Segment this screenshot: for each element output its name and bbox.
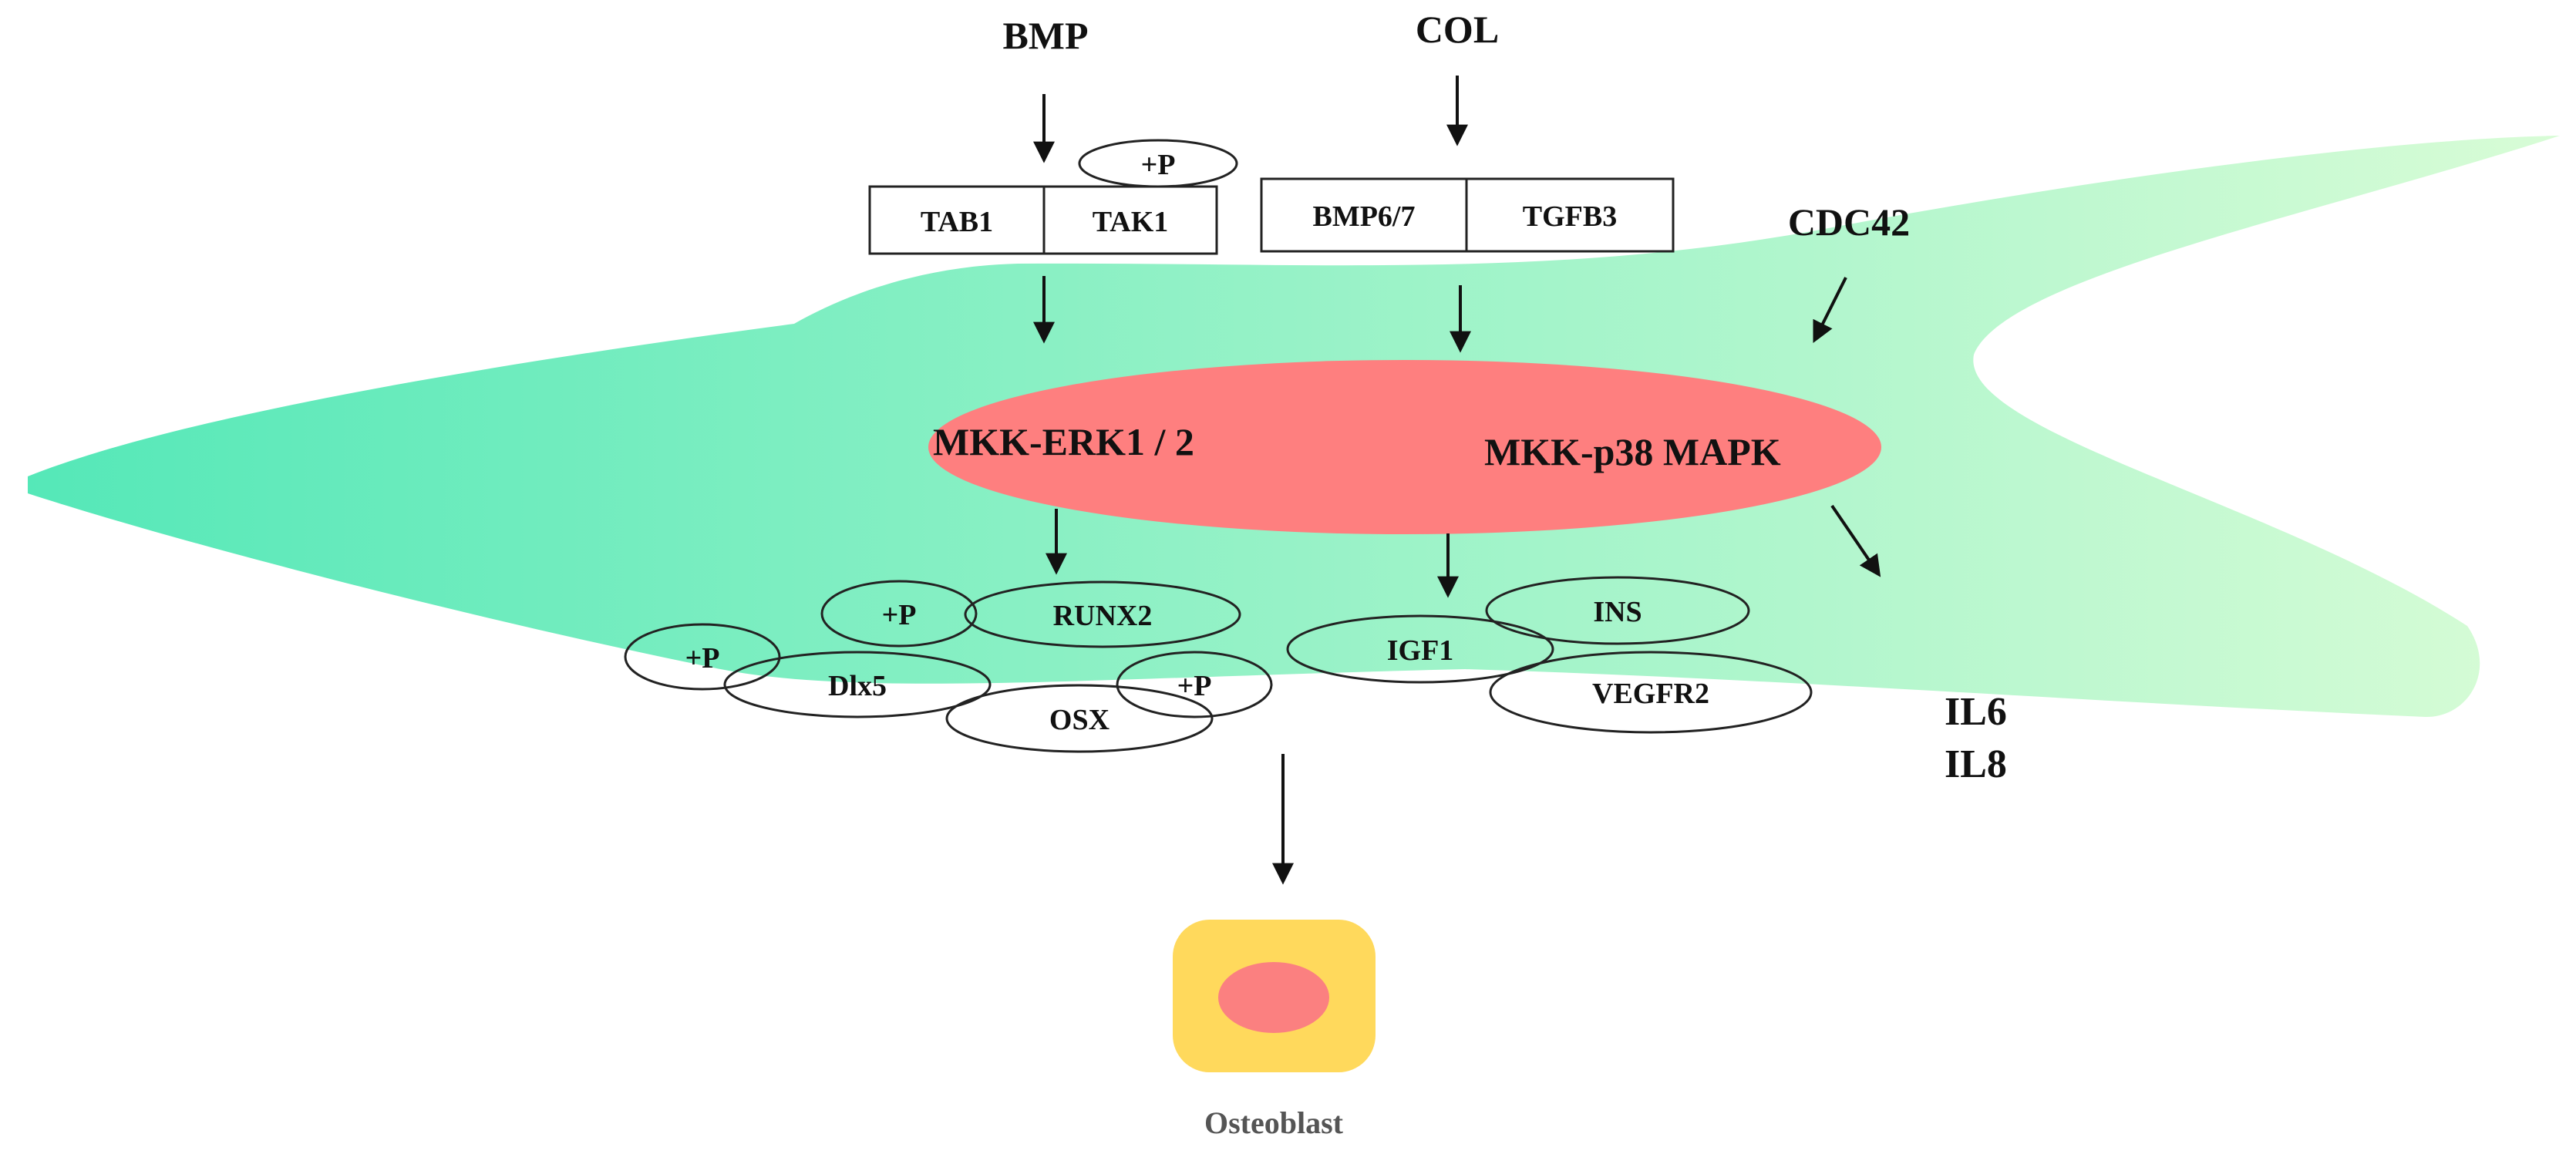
vegfr2-label: VEGFR2 <box>1592 678 1709 710</box>
tak1-phospho-label: +P <box>1141 149 1176 181</box>
tab1-label: TAB1 <box>921 206 993 238</box>
tgfb3-label: TGFB3 <box>1523 200 1617 233</box>
il6-label: IL6 <box>1945 690 2007 734</box>
kinase-hub <box>928 360 1881 534</box>
osx-label: OSX <box>1049 704 1110 736</box>
mkk-erk-label: MKK-ERK1 / 2 <box>933 420 1194 463</box>
igf1-label: IGF1 <box>1387 634 1454 667</box>
il8-label: IL8 <box>1945 742 2007 786</box>
osx-phospho-label: +P <box>1177 670 1212 702</box>
runx2-ellipse <box>964 580 1241 648</box>
dlx5-ellipse <box>723 651 992 718</box>
tak1-phospho-ellipse <box>1078 139 1238 188</box>
runx2-phospho-ellipse <box>820 580 978 648</box>
tak1-box <box>1042 185 1218 255</box>
arrow-p38-to-cytokines <box>1830 504 1881 577</box>
bmp67-label: BMP6/7 <box>1313 200 1416 233</box>
dlx5-phospho-label: +P <box>685 642 720 675</box>
osx-ellipse <box>945 684 1214 753</box>
osteoblast-nucleus <box>1218 962 1329 1033</box>
osx-phospho-ellipse <box>1116 651 1273 718</box>
osteoblast-label: Osteoblast <box>1204 1105 1344 1140</box>
runx2-phospho-label: +P <box>882 599 917 631</box>
tab1-box <box>868 185 1046 255</box>
ins-label: INS <box>1593 596 1642 628</box>
mkk-p38-label: MKK-p38 MAPK <box>1484 430 1781 473</box>
col-label: COL <box>1416 8 1499 51</box>
tak1-label: TAK1 <box>1093 206 1169 238</box>
bmp-label: BMP <box>1002 14 1088 57</box>
tgfb3-box <box>1465 177 1675 253</box>
cdc42-label: CDC42 <box>1788 200 1910 244</box>
vegfr2-ellipse <box>1489 651 1813 734</box>
igf1-ellipse <box>1286 614 1554 684</box>
runx2-label: RUNX2 <box>1053 600 1153 632</box>
ins-ellipse <box>1485 576 1750 645</box>
dlx5-phospho-ellipse <box>624 623 781 691</box>
dlx5-label: Dlx5 <box>828 670 887 702</box>
arrow-cdc42-to-hub <box>1813 277 1847 344</box>
